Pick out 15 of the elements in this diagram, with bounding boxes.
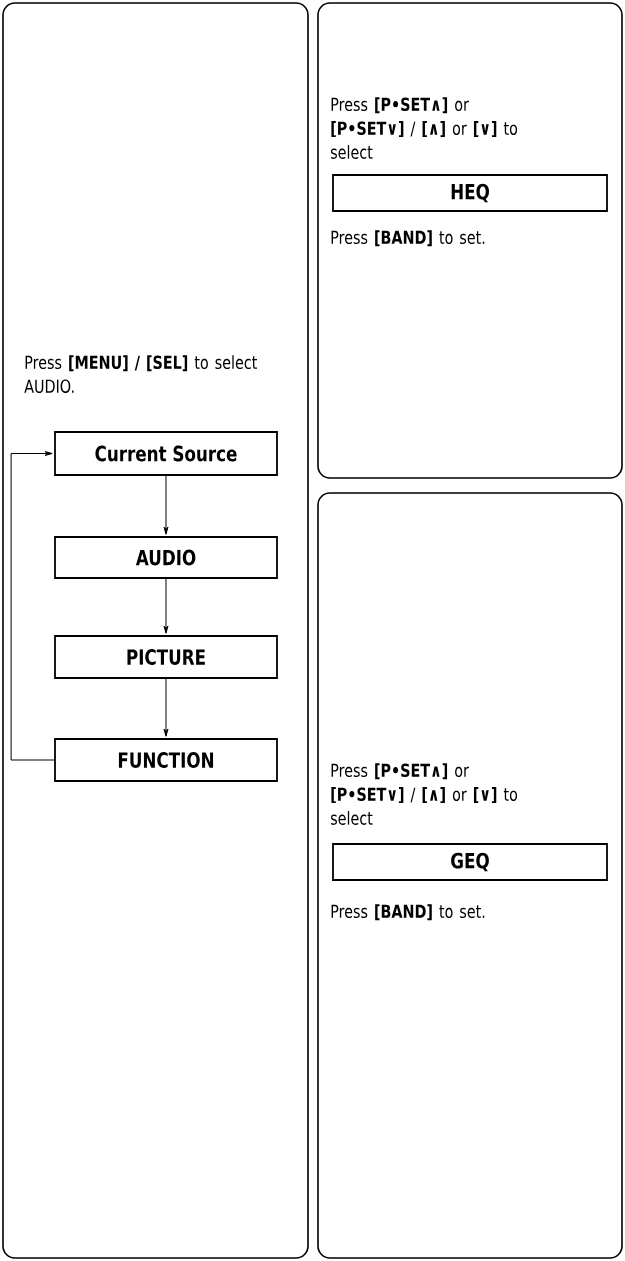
instruction-text: Press [BAND] to set. bbox=[331, 904, 485, 921]
display-box: GEQ bbox=[332, 843, 608, 881]
menu-box: PICTURE bbox=[54, 635, 278, 679]
instruction-text: Press [BAND] to set. bbox=[331, 230, 485, 247]
instruction-text: Press [MENU] / [SEL] to select AUDIO. bbox=[24, 355, 257, 393]
instruction-text: Press [P•SET∧] or [P•SET∨] / [∧] or [∨] to select bbox=[331, 763, 518, 825]
menu-box: FUNCTION bbox=[54, 738, 278, 782]
menu-box: AUDIO bbox=[54, 536, 278, 579]
display-box: HEQ bbox=[332, 174, 608, 212]
arrow bbox=[163, 578, 169, 634]
menu-box: Current Source bbox=[54, 431, 278, 476]
instruction-text: Press [P•SET∧] or [P•SET∨] / [∧] or [∨] to select bbox=[331, 97, 518, 159]
arrow bbox=[163, 475, 169, 535]
arrow bbox=[163, 678, 169, 737]
arrow bbox=[10, 451, 55, 761]
